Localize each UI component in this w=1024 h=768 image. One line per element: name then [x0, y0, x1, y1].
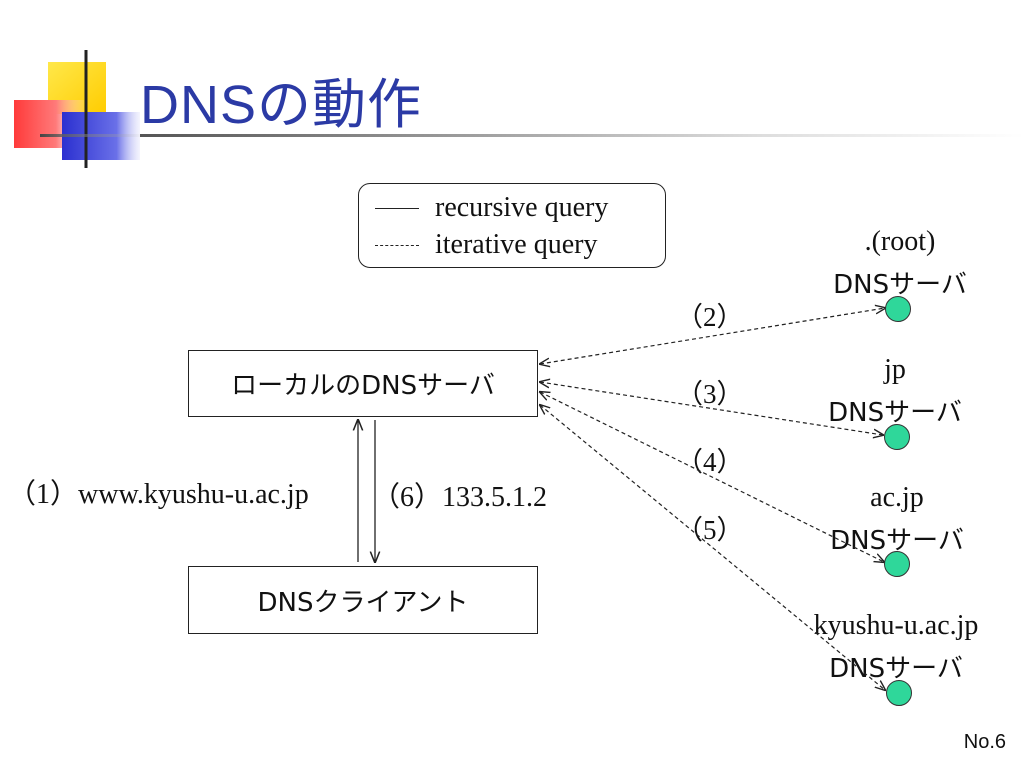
slide-number: No.6 [963, 731, 1006, 753]
legend-recursive: recursive query [375, 189, 608, 227]
solid-line-swatch [375, 207, 419, 209]
legend: recursive query iterative query [358, 183, 666, 268]
local-dns-server-box: ローカルのDNSサーバ [188, 350, 538, 417]
step-label-4: （4） [676, 447, 744, 477]
slide-logo [14, 50, 140, 168]
kyushu-server-name: kyushu-u.ac.jp [813, 610, 979, 641]
jp-server-name: jp [884, 354, 906, 385]
legend-recursive-label: recursive query [435, 192, 609, 223]
step-label-3: （3） [676, 379, 744, 409]
step-label-2: （2） [676, 302, 744, 332]
page-title: DNSの動作 [140, 75, 423, 135]
query-label: （1）www.kyushu-u.ac.jp [8, 479, 309, 510]
answer-label: （6）133.5.1.2 [372, 482, 548, 513]
dashed-line-swatch [375, 244, 419, 246]
local-dns-server-label: ローカルのDNSサーバ [231, 371, 495, 401]
acjp-server-node [884, 551, 910, 577]
step-label-5: （5） [676, 515, 744, 545]
title-underline [140, 134, 1024, 137]
legend-iterative-label: iterative query [435, 229, 598, 260]
dns-client-box: DNSクライアント [188, 566, 538, 634]
root-server-node [885, 296, 911, 322]
legend-iterative: iterative query [375, 226, 597, 264]
root-server-name: .(root) [864, 226, 936, 257]
kyushu-server-node [886, 680, 912, 706]
jp-server-node [884, 424, 910, 450]
dns-client-label: DNSクライアント [257, 587, 469, 618]
root-server-kind: DNSサーバ [833, 270, 967, 300]
acjp-server-name: ac.jp [870, 482, 924, 513]
